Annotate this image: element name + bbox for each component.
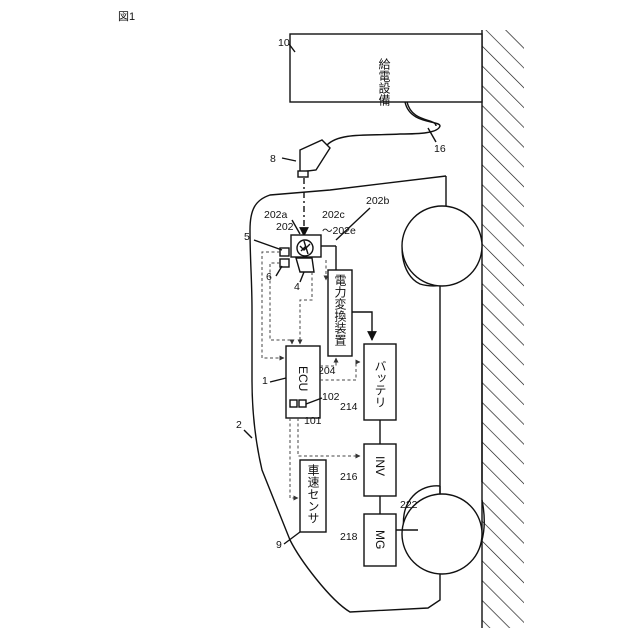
ref-16: 16 <box>434 143 446 155</box>
ref-101: 101 <box>304 415 322 427</box>
ref-222: 222 <box>400 499 418 511</box>
ref-5: 5 <box>244 231 250 243</box>
ref-9: 9 <box>276 539 282 551</box>
charging-connector <box>298 140 330 177</box>
ref-2: 2 <box>236 419 242 431</box>
ref-102: 102 <box>322 391 340 403</box>
ground <box>482 30 524 628</box>
ref-216: 216 <box>340 471 358 483</box>
charging-facility-label: 給電設備 <box>377 58 391 107</box>
power-line-converter-battery <box>352 312 372 340</box>
ecu-memory-101 <box>290 400 297 407</box>
battery-label: バッテリ <box>373 360 387 408</box>
ref-218: 218 <box>340 531 358 543</box>
figure-label: 図1 <box>118 10 135 23</box>
ref-1: 1 <box>262 375 268 387</box>
ref-202: 202 <box>276 221 294 233</box>
inverter-label: INV <box>373 456 387 476</box>
ref-202b: 202b <box>366 195 390 207</box>
power-converter-label: 電力変換装置 <box>333 274 347 346</box>
ref-202a: 202a <box>264 209 288 221</box>
ref-6: 6 <box>266 271 272 283</box>
charging-cable <box>327 102 440 145</box>
ref-214: 214 <box>340 401 358 413</box>
vehicle-speed-sensor-label: 車速センサ <box>306 464 320 524</box>
ref-10: 10 <box>278 37 290 49</box>
motor-generator-label: MG <box>373 530 387 549</box>
ref-8: 8 <box>270 153 276 165</box>
front-wheel <box>402 206 482 286</box>
ref-4: 4 <box>294 281 300 293</box>
ecu-memory-102 <box>299 400 306 407</box>
ref-202c: 202c <box>322 209 345 221</box>
inlet-assembly <box>280 235 336 272</box>
ecu-label: ECU <box>296 366 310 391</box>
